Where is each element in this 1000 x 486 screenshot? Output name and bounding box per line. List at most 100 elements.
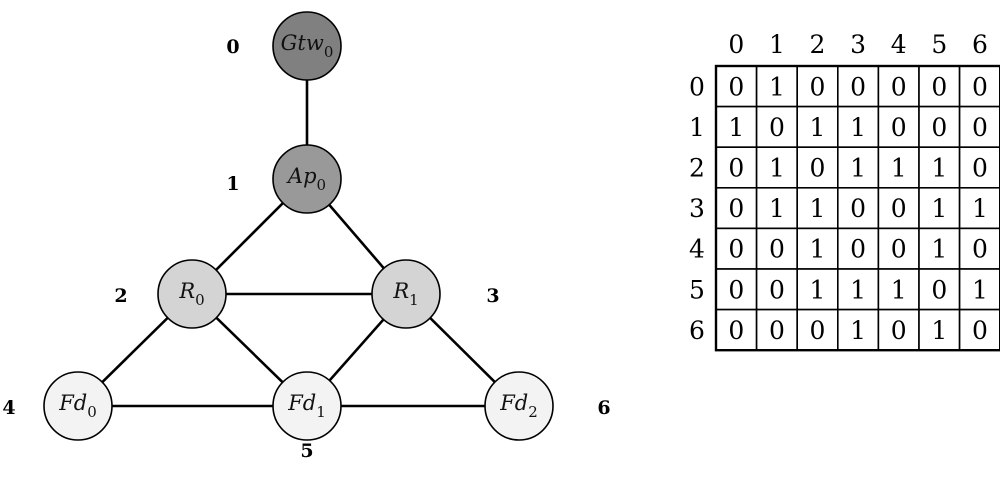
matrix-col-header: 5 [931, 30, 947, 59]
matrix-cell [958, 105, 1000, 148]
node-label-subscript: 0 [317, 176, 327, 194]
matrix-cell [958, 146, 1000, 189]
matrix-cell-value: 0 [810, 316, 826, 345]
matrix-col-header: 0 [728, 30, 744, 59]
matrix-cell-value: 1 [850, 154, 866, 183]
node-label-subscript: 2 [528, 403, 538, 421]
matrix-cell-value: 1 [769, 72, 785, 101]
node-4: Fd0 4 [2, 371, 113, 441]
node-1: Ap0 1 [226, 144, 342, 214]
node-index-label: 2 [114, 285, 127, 307]
node-index-label: 1 [226, 173, 239, 195]
node-label-base: Fd [499, 391, 528, 415]
matrix-cell [836, 268, 880, 311]
matrix-cell [918, 105, 961, 148]
matrix-cell [836, 146, 880, 189]
matrix-cell-value: 0 [972, 235, 988, 264]
matrix-cell-value: 0 [728, 154, 744, 183]
matrix-cell-value: 1 [931, 235, 947, 264]
node-6: Fd2 6 [484, 371, 611, 441]
node-label-base: R [178, 279, 195, 303]
matrix-cell-value: 0 [728, 275, 744, 304]
node-label: Fd2 [499, 391, 538, 421]
matrix-col-header: 2 [810, 30, 826, 59]
matrix-cell-value: 0 [972, 316, 988, 345]
node-circle [371, 259, 441, 329]
matrix-cell [755, 268, 798, 311]
node-label-base: Fd [287, 391, 316, 415]
node-5: Fd1 5 [272, 371, 342, 462]
matrix-cell-value: 0 [972, 113, 988, 142]
node-circle [272, 144, 342, 214]
matrix-cell-value: 1 [810, 113, 826, 142]
matrix-col-header: 4 [891, 30, 907, 59]
node-label-subscript: 1 [316, 403, 326, 421]
node-circle [43, 371, 113, 441]
node-label-subscript: 1 [409, 291, 419, 309]
matrix-cell-value: 0 [769, 316, 785, 345]
matrix-cell-value: 0 [810, 72, 826, 101]
node-index-label: 0 [226, 36, 239, 58]
matrix-cell-value: 1 [850, 275, 866, 304]
matrix-cell-value: 1 [891, 275, 907, 304]
node-label-base: R [392, 279, 409, 303]
node-label: R0 [178, 279, 204, 309]
node-label: R1 [392, 279, 418, 309]
matrix-row-header: 1 [689, 113, 705, 142]
matrix-cell-value: 1 [931, 316, 947, 345]
node-label: Ap0 [286, 164, 326, 194]
matrix-cell-value: 0 [931, 275, 947, 304]
matrix-cell-value: 1 [972, 275, 988, 304]
matrix-cell-value: 0 [891, 113, 907, 142]
matrix-cell-value: 1 [972, 194, 988, 223]
matrix-cell [836, 227, 880, 270]
matrix-col-header: 1 [769, 30, 785, 59]
matrix-cell-value: 0 [931, 72, 947, 101]
matrix-cell-value: 1 [931, 154, 947, 183]
matrix-cell-value: 1 [810, 235, 826, 264]
matrix-cell [796, 308, 839, 352]
matrix-cell-value: 1 [850, 316, 866, 345]
matrix-cell-value: 0 [728, 316, 744, 345]
matrix-row-header: 0 [689, 72, 705, 101]
matrix-cell-value: 0 [810, 154, 826, 183]
matrix-cell-value: 0 [891, 72, 907, 101]
matrix-cell-value: 0 [891, 194, 907, 223]
matrix-cell-value: 1 [810, 275, 826, 304]
matrix-cell [918, 268, 961, 311]
graph-edges [77, 46, 520, 408]
matrix-cell [877, 227, 920, 270]
matrix-cell-value: 0 [891, 235, 907, 264]
matrix-cell [958, 308, 1000, 352]
matrix-cell-value: 0 [850, 194, 866, 223]
matrix-row-header: 4 [689, 235, 705, 264]
matrix-cell-value: 0 [728, 194, 744, 223]
matrix-cell-value: 0 [769, 275, 785, 304]
node-index-label: 6 [597, 397, 610, 419]
node-label: Fd1 [287, 391, 326, 421]
matrix-cell [958, 187, 1000, 230]
matrix-cell [796, 105, 839, 148]
matrix-row-header: 5 [689, 275, 705, 304]
matrix-cell [755, 105, 798, 148]
matrix-cell-value: 0 [850, 235, 866, 264]
matrix-cell-value: 0 [769, 235, 785, 264]
matrix-cell-value: 0 [850, 72, 866, 101]
matrix-cell [958, 65, 1000, 108]
node-index-label: 5 [300, 440, 313, 462]
matrix-cell-value: 1 [931, 194, 947, 223]
node-label-subscript: 0 [324, 43, 334, 61]
matrix-cell [715, 227, 758, 270]
node-label-subscript: 0 [87, 403, 97, 421]
node-label-base: Fd [58, 391, 87, 415]
matrix-border [714, 64, 1000, 352]
matrix-col-header: 3 [850, 30, 866, 59]
node-label-subscript: 0 [195, 291, 205, 309]
node-index-label: 4 [2, 397, 15, 419]
matrix-row-header: 6 [689, 316, 705, 345]
